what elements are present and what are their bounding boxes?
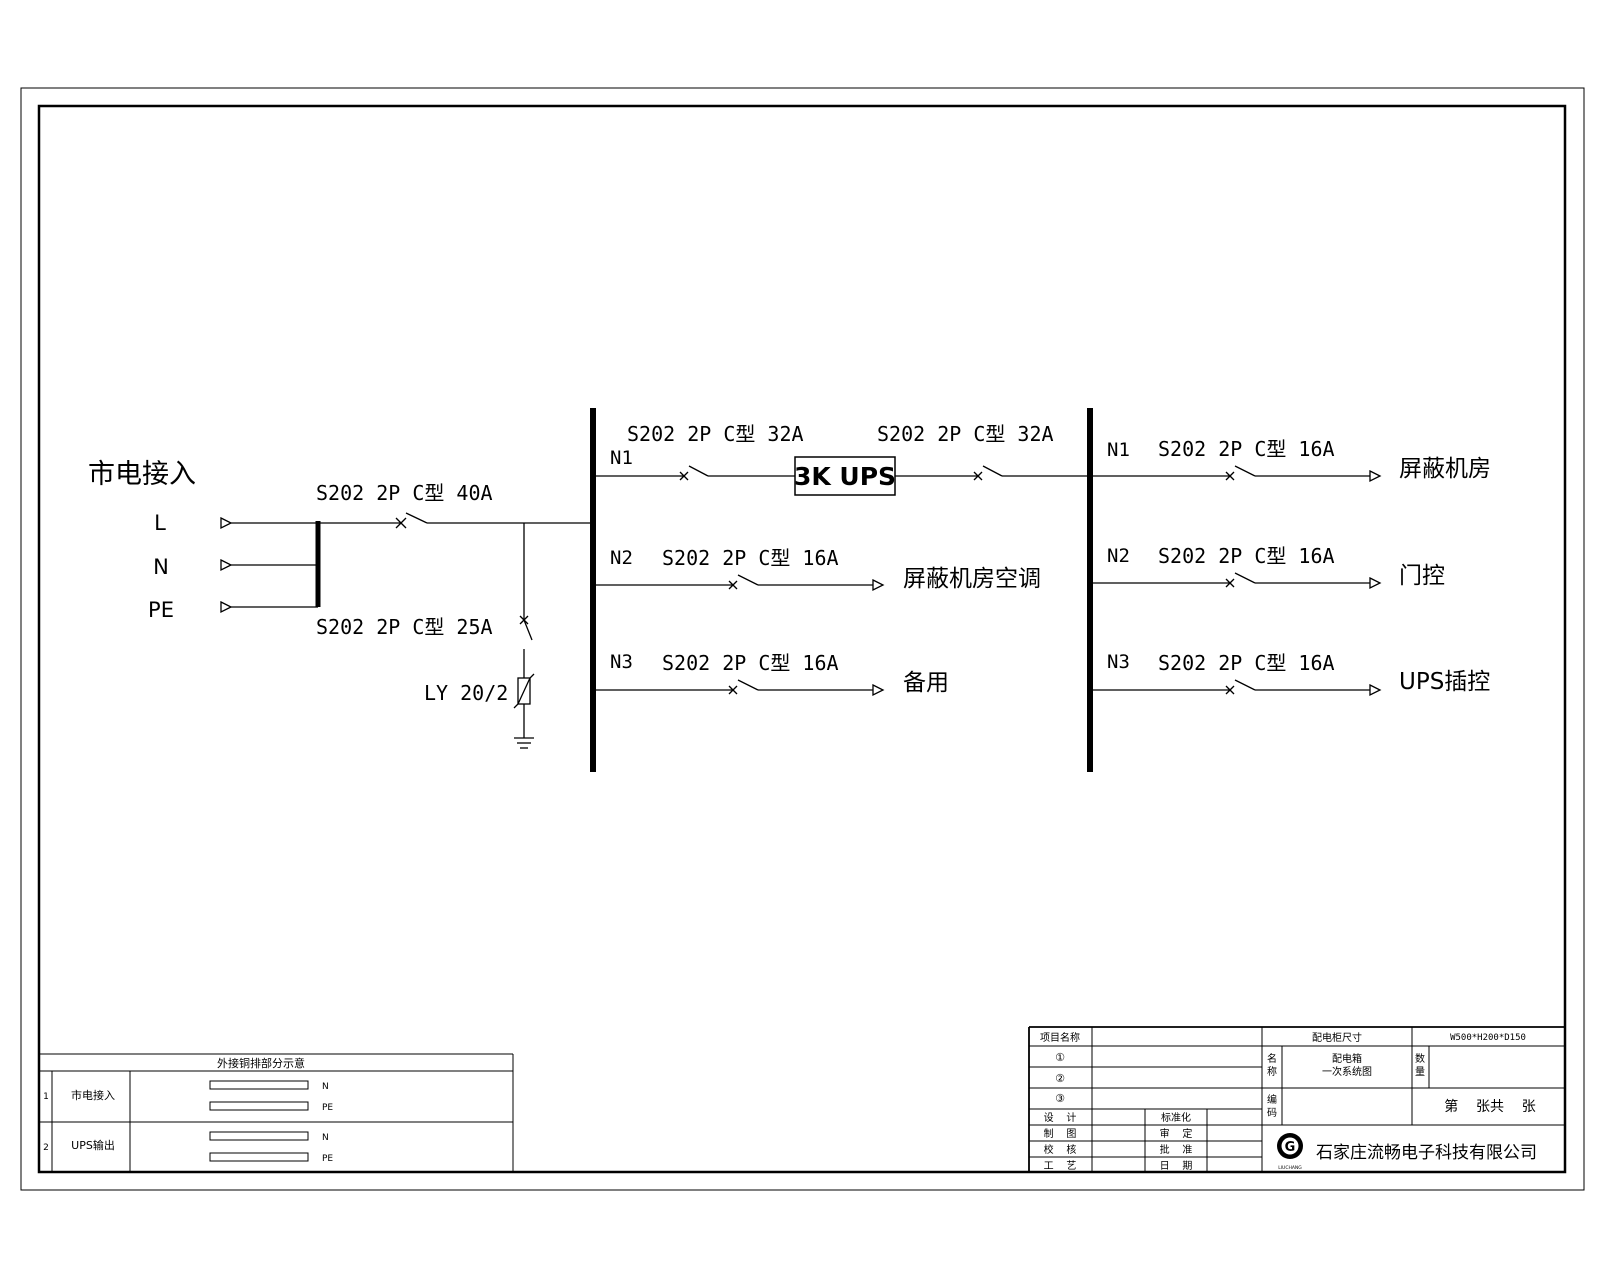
bus1-n1-id: N1 <box>610 447 633 469</box>
tb-check: 校 核 <box>1044 1143 1077 1156</box>
bus2-n2-breaker-label: S202 2P C型 16A <box>1158 544 1335 568</box>
tb-code-label-1: 编 <box>1267 1093 1277 1106</box>
main-breaker-symbol <box>318 512 590 529</box>
spd-label: LY 20/2 <box>424 681 508 705</box>
tb-design: 设 计 <box>1044 1111 1077 1124</box>
bus2-n1-feeder <box>1093 465 1382 483</box>
copper-row-2-bar1: N <box>322 1133 329 1143</box>
ups-out-feeder <box>895 465 1088 481</box>
tb-project-name-label: 项目名称 <box>1040 1031 1080 1044</box>
spd-breaker-label: S202 2P C型 25A <box>316 615 493 639</box>
bus1-n3-breaker-label: S202 2P C型 16A <box>662 651 839 675</box>
tb-size-value: W500*H200*D150 <box>1450 1033 1526 1043</box>
tb-qty-label-2: 量 <box>1415 1066 1425 1078</box>
ups-out-breaker-label: S202 2P C型 32A <box>877 422 1054 446</box>
spd-branch <box>513 523 535 749</box>
tb-approve: 批 准 <box>1160 1143 1193 1156</box>
tb-size-label: 配电柜尺寸 <box>1312 1031 1362 1044</box>
company-name: 石家庄流畅电子科技有限公司 <box>1316 1143 1537 1163</box>
source-n-label: N <box>153 555 169 579</box>
outer-frame <box>20 87 1585 1191</box>
copper-row-1-name: 市电接入 <box>71 1088 115 1102</box>
copper-row-2-name: UPS输出 <box>71 1138 115 1152</box>
bus2-n1-id: N1 <box>1107 439 1130 461</box>
bus1-n3-id: N3 <box>610 651 633 673</box>
terminal-n <box>220 558 318 572</box>
tb-qty-label-1: 数 <box>1415 1052 1425 1065</box>
tb-standard: 标准化 <box>1161 1111 1191 1124</box>
copper-table <box>39 1053 514 1172</box>
bus1-n2-id: N2 <box>610 547 633 569</box>
bus2-n2-feeder <box>1093 572 1382 590</box>
bus2-n1-load: 屏蔽机房 <box>1399 456 1491 482</box>
bus1-n2-load: 屏蔽机房空调 <box>903 566 1041 592</box>
bus1-n3-load: 备用 <box>903 670 949 696</box>
bus2-n3-breaker-label: S202 2P C型 16A <box>1158 651 1335 675</box>
tb-circle-2: ② <box>1055 1072 1065 1085</box>
bus2-n3-feeder <box>1093 679 1382 697</box>
tb-drawing-name-1: 配电箱 <box>1332 1052 1362 1065</box>
company-logo: G LIUCHANG <box>1277 1133 1303 1171</box>
inner-frame <box>37 104 1567 1174</box>
copper-row-2-num: 2 <box>43 1143 49 1153</box>
tb-name-label-2: 称 <box>1267 1065 1277 1078</box>
tb-review: 审 定 <box>1160 1127 1193 1140</box>
tb-code-label-2: 码 <box>1267 1107 1277 1119</box>
terminal-pe <box>220 600 318 614</box>
title-block-grid <box>1028 1026 1565 1172</box>
bus1-n2-feeder <box>596 574 885 592</box>
bus2-n2-id: N2 <box>1107 545 1130 567</box>
copper-row-2-bar2: PE <box>322 1154 333 1164</box>
bus2-n3-id: N3 <box>1107 651 1130 673</box>
tb-drawing-name-2: 一次系统图 <box>1322 1065 1372 1078</box>
tb-sheet: 第 张共 张 <box>1444 1098 1536 1115</box>
tb-craft: 工 艺 <box>1044 1160 1077 1172</box>
source-pe-label: PE <box>148 598 174 622</box>
main-breaker-label: S202 2P C型 40A <box>316 481 493 505</box>
bus2-n2-load: 门控 <box>1399 563 1445 589</box>
ups-label: 3K UPS <box>794 462 896 491</box>
bus1-n1-feeder <box>596 465 795 481</box>
bus2-n3-load: UPS插控 <box>1399 669 1490 695</box>
bus2-n1-breaker-label: S202 2P C型 16A <box>1158 437 1335 461</box>
source-title: 市电接入 <box>88 459 196 490</box>
copper-table-title: 外接铜排部分示意 <box>217 1056 305 1070</box>
source-l-label: L <box>154 511 166 535</box>
bus1-n1-breaker-label: S202 2P C型 32A <box>627 422 804 446</box>
tb-draw: 制 图 <box>1044 1127 1077 1140</box>
bus1-n2-breaker-label: S202 2P C型 16A <box>662 546 839 570</box>
ups-box <box>794 456 896 496</box>
company-logo-letter: G <box>1285 1140 1296 1155</box>
tb-circle-3: ③ <box>1055 1092 1065 1105</box>
copper-row-1-bar2: PE <box>322 1103 333 1113</box>
copper-row-1-bar1: N <box>322 1082 329 1092</box>
tb-date: 日 期 <box>1160 1160 1193 1172</box>
terminal-l <box>220 516 318 530</box>
tb-circle-1: ① <box>1055 1051 1065 1064</box>
copper-row-1-num: 1 <box>43 1092 49 1102</box>
company-logo-sub: LIUCHANG <box>1278 1165 1302 1171</box>
tb-name-label-1: 名 <box>1267 1052 1277 1065</box>
bus1-n3-feeder <box>596 679 885 697</box>
